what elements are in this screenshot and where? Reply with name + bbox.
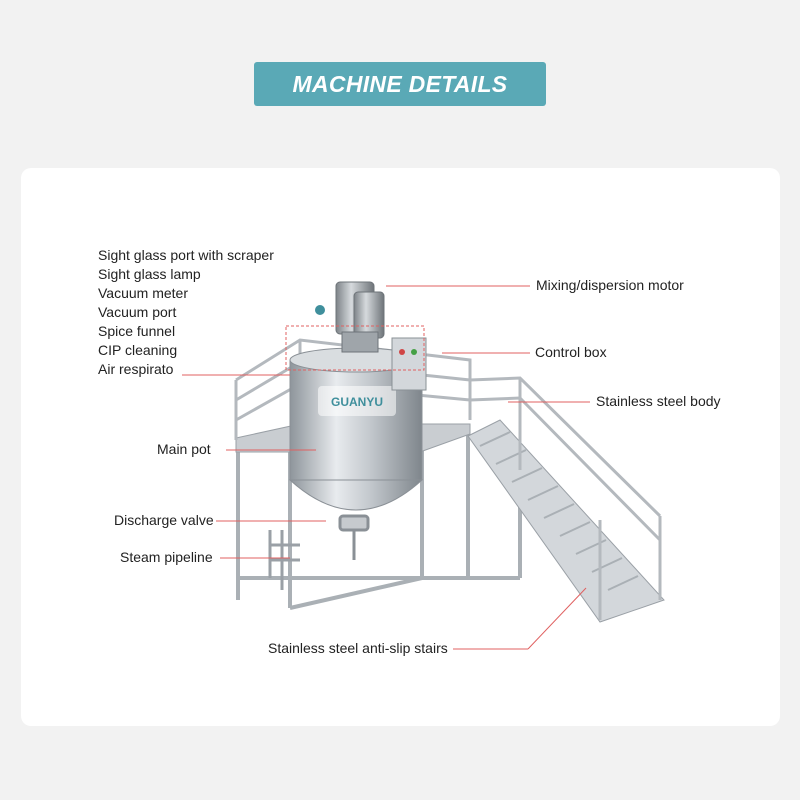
steam-pipeline	[268, 530, 300, 590]
label-sight-glass-lamp: Sight glass lamp	[98, 266, 201, 282]
section-title: MACHINE DETAILS	[292, 70, 508, 97]
control-box	[391, 337, 427, 391]
label-air-respirato: Air respirato	[98, 361, 174, 377]
brand-logo-plate	[318, 386, 396, 416]
discharge-valve	[338, 514, 370, 560]
leader-lines	[182, 285, 590, 650]
label-vacuum-port: Vacuum port	[98, 304, 177, 320]
label-spice-funnel: Spice funnel	[98, 323, 176, 339]
label-control-box: Control box	[535, 344, 607, 360]
label-vacuum-meter: Vacuum meter	[98, 285, 188, 301]
section-title-banner: MACHINE DETAILS	[254, 62, 546, 106]
label-discharge-valve: Discharge valve	[114, 512, 214, 528]
label-steam-pipeline: Steam pipeline	[120, 549, 213, 565]
brand-logo: GUANYU	[331, 395, 383, 409]
top-fittings-highlight	[285, 325, 425, 371]
label-cip-cleaning: CIP cleaning	[98, 342, 178, 358]
label-main-pot: Main pot	[157, 441, 211, 457]
label-stainless-body: Stainless steel body	[596, 393, 721, 409]
label-mixing-motor: Mixing/dispersion motor	[536, 277, 684, 293]
label-stairs: Stainless steel anti-slip stairs	[268, 640, 448, 656]
label-sight-glass-port: Sight glass port with scraper	[98, 247, 274, 263]
anti-slip-stairs	[467, 376, 665, 623]
